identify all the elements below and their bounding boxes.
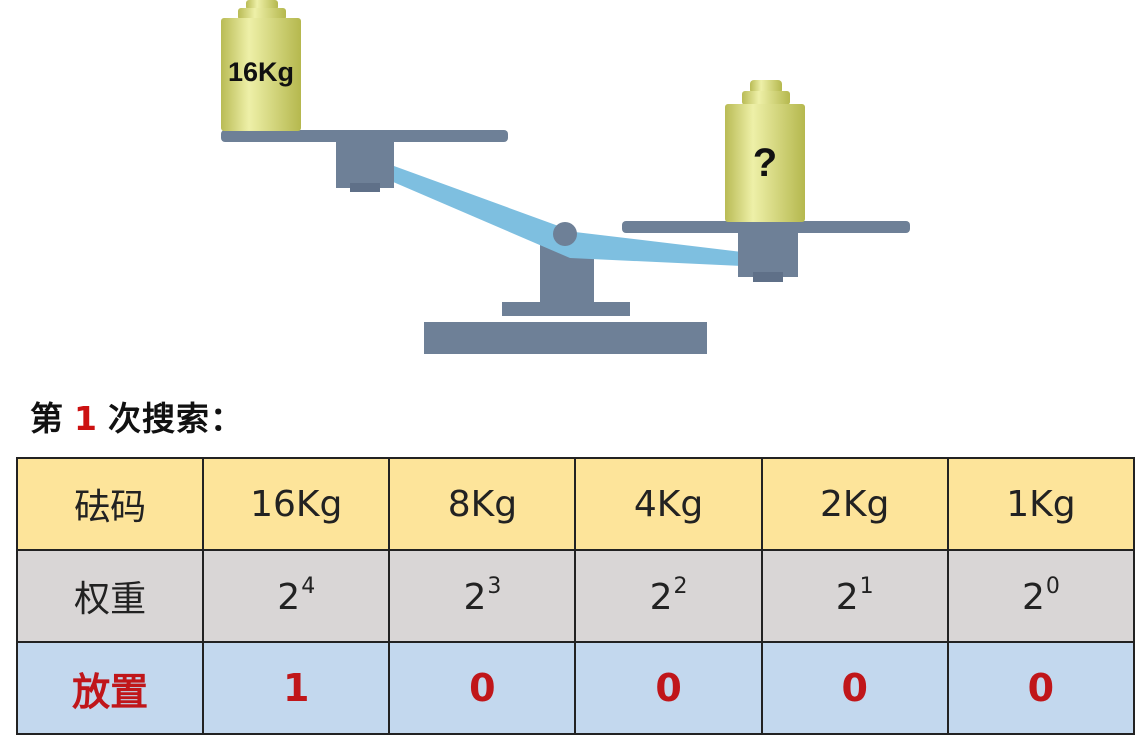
left-weight-label: 16Kg	[228, 57, 294, 87]
power-exponent: 2	[673, 574, 688, 599]
search-title-prefix: 第	[30, 399, 64, 438]
right-pan-foot	[753, 272, 783, 282]
power-cell: 20	[946, 549, 1136, 643]
power-exponent: 0	[1045, 574, 1060, 599]
weight-cell: 4Kg	[574, 457, 763, 551]
power-base: 2	[277, 577, 301, 618]
placement-cell: 0	[388, 641, 577, 735]
scale-base	[424, 322, 707, 354]
power-base: 2	[1021, 577, 1045, 618]
power-base: 2	[649, 577, 673, 618]
weight-cell: 8Kg	[388, 457, 577, 551]
placement-cell: 0	[946, 641, 1136, 735]
power-cell: 21	[760, 549, 949, 643]
left-pan-foot	[350, 183, 380, 192]
row-header-power: 权重	[15, 549, 205, 643]
left-pan	[221, 130, 508, 142]
scale-pivot	[553, 222, 577, 246]
weights-table: 砝码 16Kg 8Kg 4Kg 2Kg 1Kg 权重 24 23 22 21 2…	[15, 457, 1136, 735]
row-header-placement: 放置	[15, 641, 205, 735]
placement-cell: 0	[760, 641, 949, 735]
power-exponent: 4	[301, 574, 316, 599]
weight-cell: 1Kg	[946, 457, 1136, 551]
right-pan	[622, 221, 910, 233]
placement-cell: 0	[574, 641, 763, 735]
row-header-weight: 砝码	[15, 457, 205, 551]
right-weight-label: ?	[753, 141, 777, 185]
scale-beam	[370, 166, 742, 266]
power-cell: 23	[388, 549, 577, 643]
power-exponent: 3	[487, 574, 502, 599]
table-row-weight: 砝码 16Kg 8Kg 4Kg 2Kg 1Kg	[15, 457, 1136, 551]
power-base: 2	[463, 577, 487, 618]
weight-cell: 2Kg	[760, 457, 949, 551]
power-cell: 22	[574, 549, 763, 643]
balance-scale-diagram: 16Kg ?	[221, 0, 910, 354]
power-cell: 24	[202, 549, 391, 643]
search-title-suffix: 次搜索：	[107, 399, 244, 438]
left-pan-support	[336, 140, 394, 188]
power-base: 2	[835, 577, 859, 618]
power-exponent: 1	[859, 574, 874, 599]
right-weight: ?	[725, 80, 805, 222]
left-weight: 16Kg	[221, 0, 301, 131]
right-pan-support	[738, 231, 798, 277]
table-row-placement: 放置 1 0 0 0 0	[15, 641, 1136, 735]
scale-base-step	[502, 302, 630, 316]
table-row-power: 权重 24 23 22 21 20	[15, 549, 1136, 643]
search-step-number: 1	[74, 399, 98, 438]
weight-cell: 16Kg	[202, 457, 391, 551]
placement-cell: 1	[202, 641, 391, 735]
